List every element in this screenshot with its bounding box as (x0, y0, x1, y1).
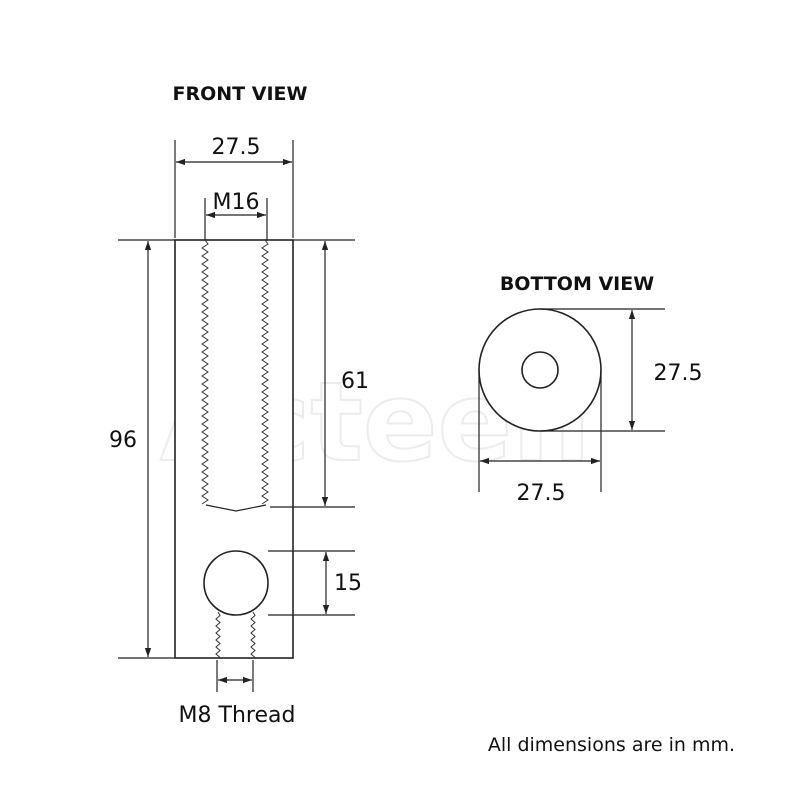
front-view: FRONT VIEW 27.5 M16 96 61 (109, 83, 369, 728)
m8-thread-right (250, 611, 256, 658)
m8-thread-left (215, 611, 221, 658)
bottom-width-dimension-value: 27.5 (517, 481, 566, 506)
units-note: All dimensions are in mm. (488, 734, 735, 756)
bore-dimension-value: M16 (213, 190, 260, 215)
front-view-title: FRONT VIEW (173, 83, 308, 105)
bore-thread-left (201, 239, 209, 505)
bore-drill-point (205, 504, 267, 512)
bore-thread-right (261, 239, 269, 505)
height-dimension-value: 96 (109, 428, 137, 453)
m8-thread-label: M8 Thread (179, 703, 296, 728)
width-dimension-value: 27.5 (212, 135, 261, 160)
hole-dimension-value: 15 (334, 571, 362, 596)
bottom-view: BOTTOM VIEW 27.5 27.5 (478, 273, 703, 506)
bottom-view-title: BOTTOM VIEW (500, 273, 654, 295)
cross-hole (203, 550, 269, 616)
bottom-inner-bore (521, 351, 559, 389)
bottom-height-dimension-value: 27.5 (654, 361, 703, 386)
depth-dimension-value: 61 (341, 369, 369, 394)
